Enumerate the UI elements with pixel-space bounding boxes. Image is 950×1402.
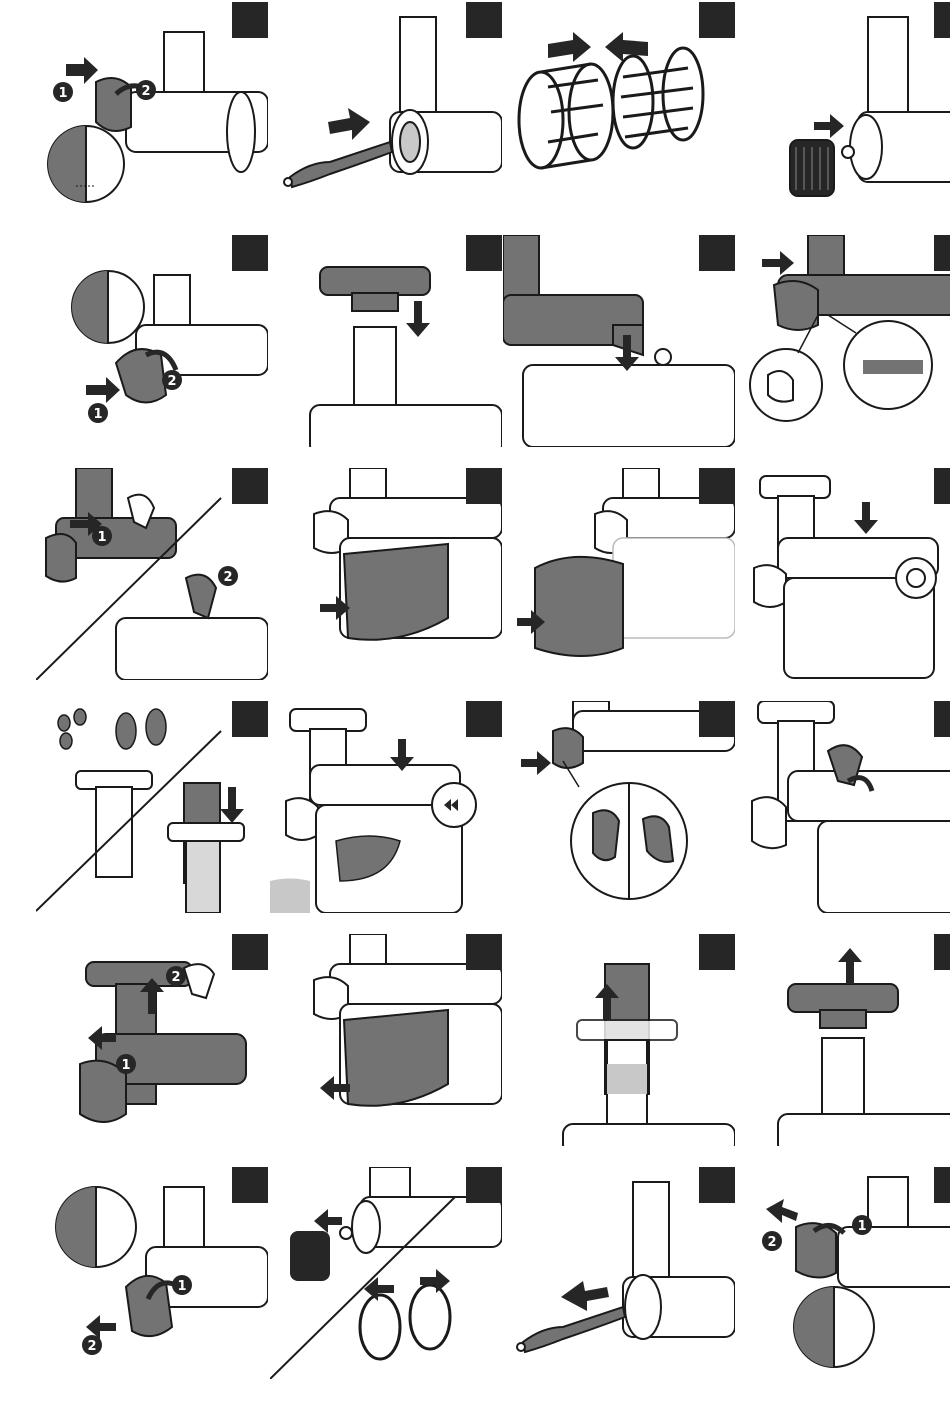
svg-text:2: 2 [171, 970, 180, 985]
step-number-box [699, 1167, 735, 1203]
step-number-box [466, 701, 502, 737]
step-number-box [934, 2, 950, 38]
svg-text:1: 1 [58, 86, 67, 101]
step-7-seat-tube [503, 235, 735, 447]
step-2-insert-screw [270, 2, 502, 214]
step-number-box [466, 468, 502, 504]
step-19-remove-pusher [503, 934, 735, 1146]
step-9-clip-latch: 1 2 [36, 468, 268, 680]
step-17-remove-chamber: 2 1 [36, 934, 268, 1146]
step-5-lock-cap: 1 2 [36, 235, 268, 447]
step-number-box [934, 468, 950, 504]
step-number-box [466, 2, 502, 38]
step-8-align-spout [738, 235, 950, 447]
step-16-open-latch [738, 701, 950, 913]
step-15-close-spout [503, 701, 735, 913]
step-1-attach-chamber: 1 2 [36, 2, 268, 214]
step-number-box [699, 934, 735, 970]
step-20-remove-tray [738, 934, 950, 1146]
step-10-place-container [270, 468, 502, 680]
step-number-box [232, 934, 268, 970]
step-23-remove-screw [503, 1167, 735, 1379]
step-number-box [699, 701, 735, 737]
svg-text:1: 1 [177, 1279, 186, 1294]
step-24-detach-chamber: 1 2 [738, 1167, 950, 1379]
svg-text:2: 2 [87, 1339, 96, 1354]
step-number-box [934, 701, 950, 737]
step-18-remove-container [270, 934, 502, 1146]
step-21-unlock-cap: 1 2 [36, 1167, 268, 1379]
step-6-fit-tray [270, 235, 502, 447]
step-3-assemble-brush [503, 2, 735, 214]
svg-text:1: 1 [93, 407, 102, 422]
step-number-box [232, 1167, 268, 1203]
step-number-box [232, 2, 268, 38]
step-4-insert-filter [738, 2, 950, 214]
step-13-add-fruit [36, 701, 268, 913]
step-11-place-jug [503, 468, 735, 680]
step-number-box [934, 934, 950, 970]
step-number-box [232, 701, 268, 737]
step-number-box [466, 235, 502, 271]
step-number-box [232, 235, 268, 271]
step-number-box [934, 1167, 950, 1203]
step-number-box [232, 468, 268, 504]
svg-text:2: 2 [767, 1235, 776, 1250]
svg-text:1: 1 [121, 1058, 130, 1073]
svg-text:1: 1 [857, 1219, 866, 1234]
step-14-reverse [270, 701, 502, 913]
step-number-box [699, 235, 735, 271]
step-number-box [934, 235, 950, 271]
svg-text:1: 1 [97, 530, 106, 545]
step-number-box [699, 468, 735, 504]
svg-text:2: 2 [141, 84, 150, 99]
step-22-remove-filter [270, 1167, 502, 1379]
step-number-box [466, 934, 502, 970]
step-number-box [466, 1167, 502, 1203]
step-number-box [699, 2, 735, 38]
svg-text:2: 2 [167, 374, 176, 389]
step-12-switch-on [738, 468, 950, 680]
svg-text:2: 2 [223, 570, 232, 585]
